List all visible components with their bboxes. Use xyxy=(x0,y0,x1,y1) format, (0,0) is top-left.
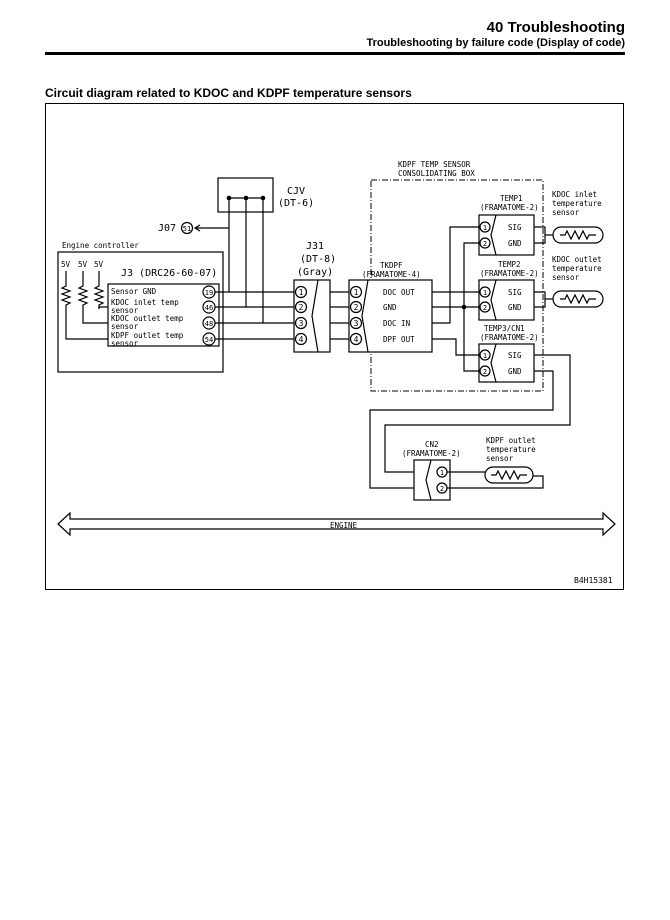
pin-48-label-2: sensor xyxy=(111,322,139,331)
diagram-frame xyxy=(45,103,624,590)
temp3-sig: SIG xyxy=(508,351,522,360)
engine-label: ENGINE xyxy=(330,521,358,530)
temp3-pin-2: 2 xyxy=(483,368,487,376)
temp3-pin-1: 1 xyxy=(483,352,487,360)
wires-controller-j31 xyxy=(215,198,294,340)
cjv-type: (DT-6) xyxy=(278,198,314,209)
pin-54: 54 xyxy=(205,336,213,344)
pin-46-label-1: KDOC inlet temp xyxy=(111,298,179,307)
pin-48-label-1: KDOC outlet temp xyxy=(111,314,184,323)
supply-5v-2: 5V xyxy=(78,260,88,269)
cn2-type: (FRAMATOME-2) xyxy=(402,449,461,458)
kdpf-outlet-sensor: KDPF outlet temperature sensor xyxy=(447,436,544,489)
figure-id: B4H15381 xyxy=(574,576,613,585)
temp2-pin-2: 2 xyxy=(483,304,487,312)
kdoc-inlet-label-1: KDOC inlet xyxy=(552,190,597,199)
temp3-gnd: GND xyxy=(508,367,522,376)
temp1-gnd: GND xyxy=(508,239,522,248)
tkdpf-pin-3-label: DOC IN xyxy=(383,319,410,328)
j31-name: J31 xyxy=(306,241,324,252)
temp3-connector: TEMP3/CN1 (FRAMATOME-2) 1 2 SIG GND xyxy=(478,324,539,383)
supply-5v-1: 5V xyxy=(61,260,71,269)
tkdpf-pin-2: 2 xyxy=(354,303,359,312)
j3-connector-name: J3 (DRC26-60-07) xyxy=(121,268,217,279)
chapter-title: 40 Troubleshooting xyxy=(486,19,625,36)
tkdpf-pin-4-label: DPF OUT xyxy=(383,335,415,344)
cjv-connector: CJV (DT-6) xyxy=(217,177,314,213)
tkdpf-name: TKDPF xyxy=(380,261,403,270)
temp1-name: TEMP1 xyxy=(500,194,523,203)
tkdpf-pin-1-label: DOC OUT xyxy=(383,288,415,297)
pin-54-label-1: KDPF outlet temp xyxy=(111,331,184,340)
pin-54-label-2: sensor xyxy=(111,339,139,348)
engine-controller-title: Engine controller xyxy=(62,241,139,250)
cn2-pin-1: 1 xyxy=(440,469,444,477)
j31-pin-3: 3 xyxy=(299,319,304,328)
kdoc-inlet-sensor: KDOC inlet temperature sensor xyxy=(534,190,604,244)
j07-reference: J07 51 xyxy=(158,221,229,235)
temp1-pin-2: 2 xyxy=(483,240,487,248)
temp2-type: (FRAMATOME-2) xyxy=(480,269,539,278)
tkdpf-pin-1: 1 xyxy=(354,288,359,297)
temp3-type: (FRAMATOME-2) xyxy=(480,333,539,342)
j31-type: (DT-8) xyxy=(300,254,336,265)
wires-tkdpf-temps xyxy=(432,226,479,372)
temp2-gnd: GND xyxy=(508,303,522,312)
consolidating-box-title-1: KDPF TEMP SENSOR xyxy=(398,160,471,169)
kdoc-outlet-label-3: sensor xyxy=(552,273,580,282)
kdpf-outlet-label-1: KDPF outlet xyxy=(486,436,536,445)
temp1-pin-1: 1 xyxy=(483,224,487,232)
supply-5v-3: 5V xyxy=(94,260,104,269)
temp1-connector: TEMP1 (FRAMATOME-2) 1 2 SIG GND xyxy=(478,194,539,256)
j31-pin-4: 4 xyxy=(299,335,304,344)
kdpf-outlet-label-3: sensor xyxy=(486,454,514,463)
cjv-name: CJV xyxy=(287,186,305,197)
header-rule xyxy=(45,52,625,55)
tkdpf-pin-2-label: GND xyxy=(383,303,397,312)
pin-19: 19 xyxy=(205,289,213,297)
tkdpf-connector: TKDPF (FRAMATOME-4) 1 2 3 4 DOC OUT GND … xyxy=(348,261,433,353)
temp3-name: TEMP3/CN1 xyxy=(484,324,525,333)
temp1-sig: SIG xyxy=(508,223,522,232)
pin-19-label: Sensor GND xyxy=(111,287,157,296)
chapter-subtitle: Troubleshooting by failure code (Display… xyxy=(366,37,625,49)
engine-arrow: ENGINE xyxy=(57,511,616,537)
tkdpf-type: (FRAMATOME-4) xyxy=(362,270,421,279)
kdoc-inlet-label-2: temperature xyxy=(552,199,602,208)
j31-pin-2: 2 xyxy=(299,303,304,312)
pin-46: 46 xyxy=(205,304,213,312)
temp2-sig: SIG xyxy=(508,288,522,297)
j07-label: J07 xyxy=(158,223,176,234)
j31-pin-1: 1 xyxy=(299,288,304,297)
tkdpf-pin-4: 4 xyxy=(354,335,359,344)
kdoc-outlet-label-1: KDOC outlet xyxy=(552,255,602,264)
tkdpf-pin-3: 3 xyxy=(354,319,359,328)
engine-controller: Engine controller J3 (DRC26-60-07) 5V 5V… xyxy=(57,241,224,373)
kdpf-outlet-label-2: temperature xyxy=(486,445,536,454)
temp2-connector: TEMP2 (FRAMATOME-2) 1 2 SIG GND xyxy=(478,260,539,321)
j31-connector: J31 (DT-8) (Gray) 1 2 3 4 xyxy=(293,241,336,353)
pin-48: 48 xyxy=(205,320,213,328)
pin-46-label-2: sensor xyxy=(111,306,139,315)
temp1-type: (FRAMATOME-2) xyxy=(480,203,539,212)
temp2-pin-1: 1 xyxy=(483,289,487,297)
j31-color: (Gray) xyxy=(297,267,333,278)
section-title: Circuit diagram related to KDOC and KDPF… xyxy=(45,86,412,100)
j07-pin: 51 xyxy=(183,225,191,233)
temp2-name: TEMP2 xyxy=(498,260,521,269)
wires-j31-tkdpf xyxy=(330,291,349,340)
cn2-name: CN2 xyxy=(425,440,439,449)
kdoc-outlet-label-2: temperature xyxy=(552,264,602,273)
consolidating-box-title-2: CONSOLIDATING BOX xyxy=(398,169,475,178)
wires-temp3-cn2 xyxy=(369,354,571,489)
kdoc-inlet-label-3: sensor xyxy=(552,208,580,217)
cn2-pin-2: 2 xyxy=(440,485,444,493)
kdoc-outlet-sensor: KDOC outlet temperature sensor xyxy=(534,255,604,308)
cn2-connector: CN2 (FRAMATOME-2) 1 2 xyxy=(402,440,461,501)
